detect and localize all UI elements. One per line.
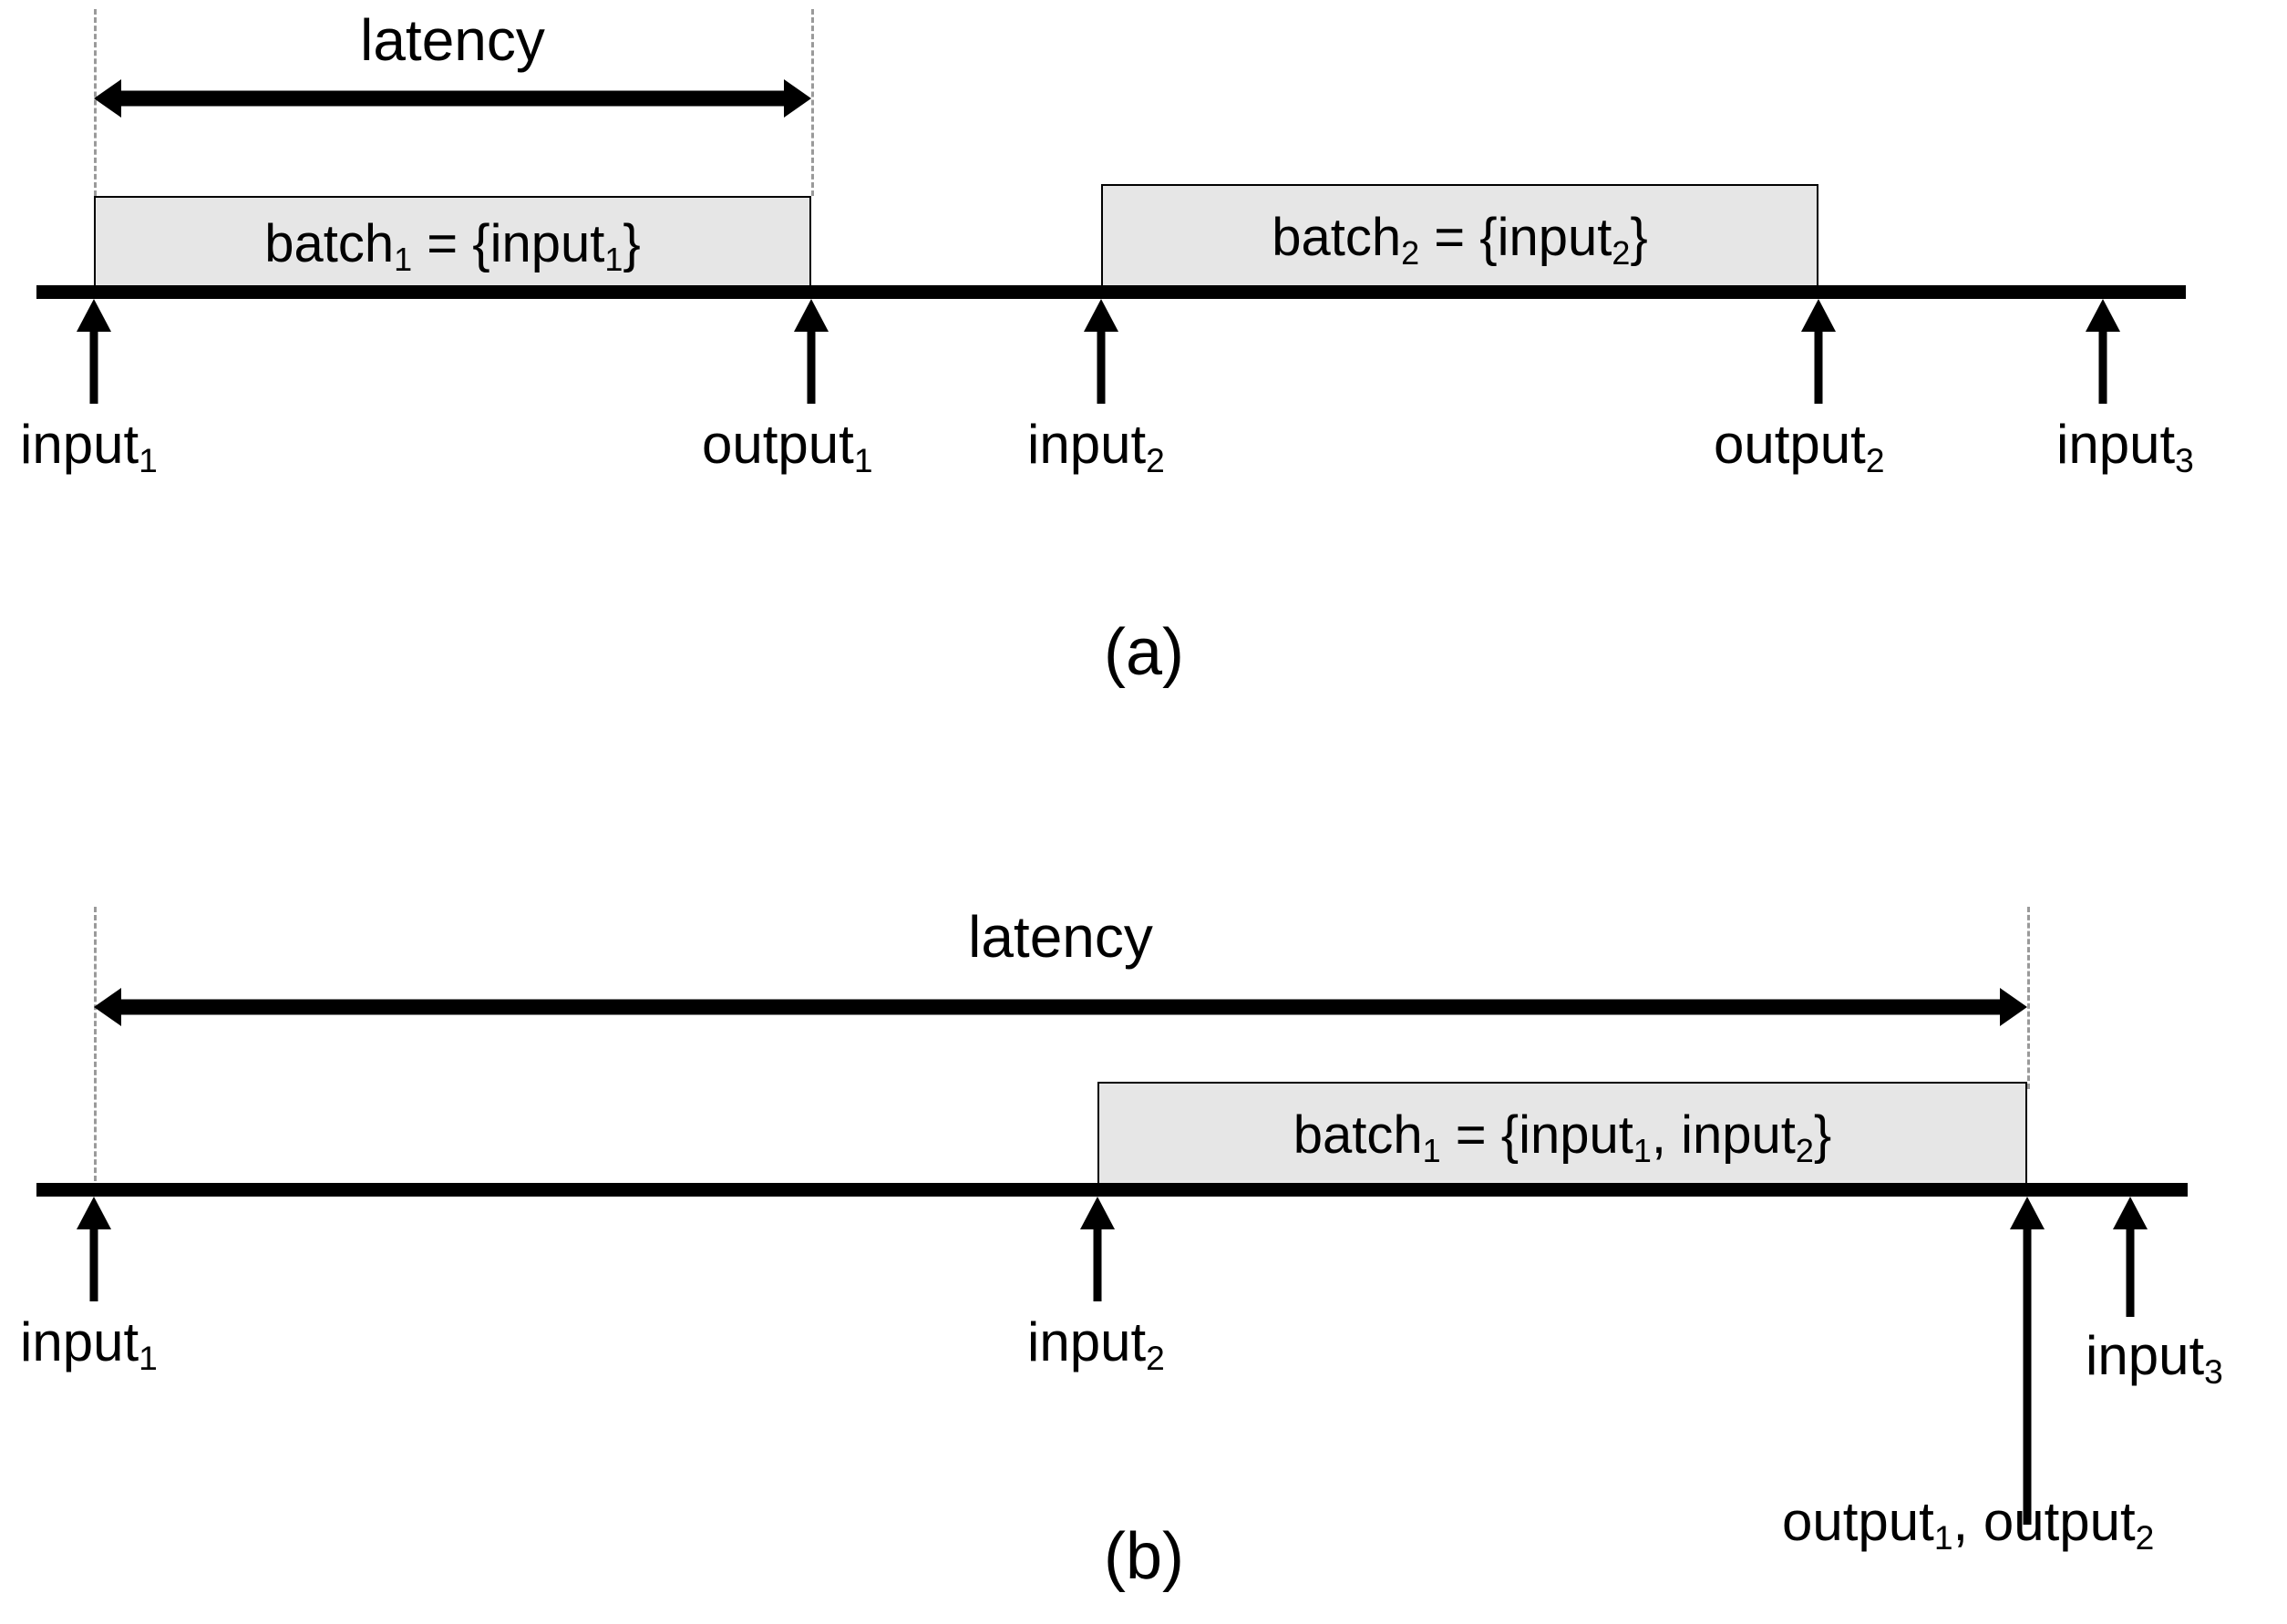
event-label-output-1-2-b: output1, output2 (1782, 1491, 2155, 1557)
arrow-shaft (1814, 326, 1823, 404)
arrow-shaft (2098, 326, 2107, 404)
latency-arrow-b (94, 988, 2027, 1026)
batch-label-2-a: batch2 = {input2} (1272, 208, 1648, 272)
timeline-axis-b (36, 1183, 2188, 1197)
batch-box-2-a: batch2 = {input2} (1101, 184, 1818, 292)
latency-arrow-right-head-a (784, 79, 811, 118)
event-label-output-1-a: output1 (702, 414, 873, 480)
latency-arrow-left-head-b (94, 988, 121, 1026)
event-arrow-output-1-a (794, 299, 829, 404)
latency-arrow-a (94, 79, 811, 118)
arrow-shaft (89, 326, 98, 404)
event-label-input-1-b: input1 (20, 1311, 158, 1378)
panel-caption-b: (b) (1104, 1520, 1184, 1593)
batch-box-1-a: batch1 = {input1} (94, 196, 811, 292)
event-arrow-output-1-2-b (2010, 1197, 2045, 1525)
batch-label-1-a: batch1 = {input1} (264, 213, 641, 278)
event-arrow-input-2-b (1080, 1197, 1115, 1301)
event-arrow-input-3-b (2113, 1197, 2148, 1317)
arrow-shaft (1097, 326, 1106, 404)
latency-label-a: latency (360, 7, 545, 73)
guide-line-output-b (2027, 907, 2030, 1089)
arrow-shaft (2023, 1224, 2032, 1525)
latency-arrow-bar-a (118, 90, 788, 107)
panel-caption-a: (a) (1104, 616, 1184, 689)
event-label-input-2-a: input2 (1027, 414, 1165, 480)
event-arrow-input-2-a (1084, 299, 1118, 404)
arrow-shaft (89, 1224, 98, 1301)
event-arrow-input-1-b (77, 1197, 111, 1301)
event-arrow-input-3-a (2086, 299, 2120, 404)
latency-label-b: latency (968, 904, 1153, 970)
event-arrow-input-1-a (77, 299, 111, 404)
event-label-input-2-b: input2 (1027, 1311, 1165, 1378)
latency-arrow-bar-b (118, 999, 2004, 1015)
latency-arrow-left-head-a (94, 79, 121, 118)
timeline-axis-a (36, 285, 2186, 299)
event-label-input-3-b: input3 (2086, 1325, 2223, 1392)
arrow-shaft (1093, 1224, 1102, 1301)
event-label-input-3-a: input3 (2056, 414, 2194, 480)
arrow-shaft (2126, 1224, 2135, 1317)
event-label-input-1-a: input1 (20, 414, 158, 480)
guide-line-input1-b (94, 907, 97, 1189)
batch-label-1-b: batch1 = {input1, input2} (1293, 1105, 1832, 1170)
guide-line-output1-a (811, 9, 814, 196)
event-label-output-2-a: output2 (1714, 414, 1885, 480)
batch-box-1-b: batch1 = {input1, input2} (1097, 1082, 2027, 1189)
event-arrow-output-2-a (1801, 299, 1836, 404)
latency-arrow-right-head-b (2000, 988, 2027, 1026)
arrow-shaft (807, 326, 816, 404)
